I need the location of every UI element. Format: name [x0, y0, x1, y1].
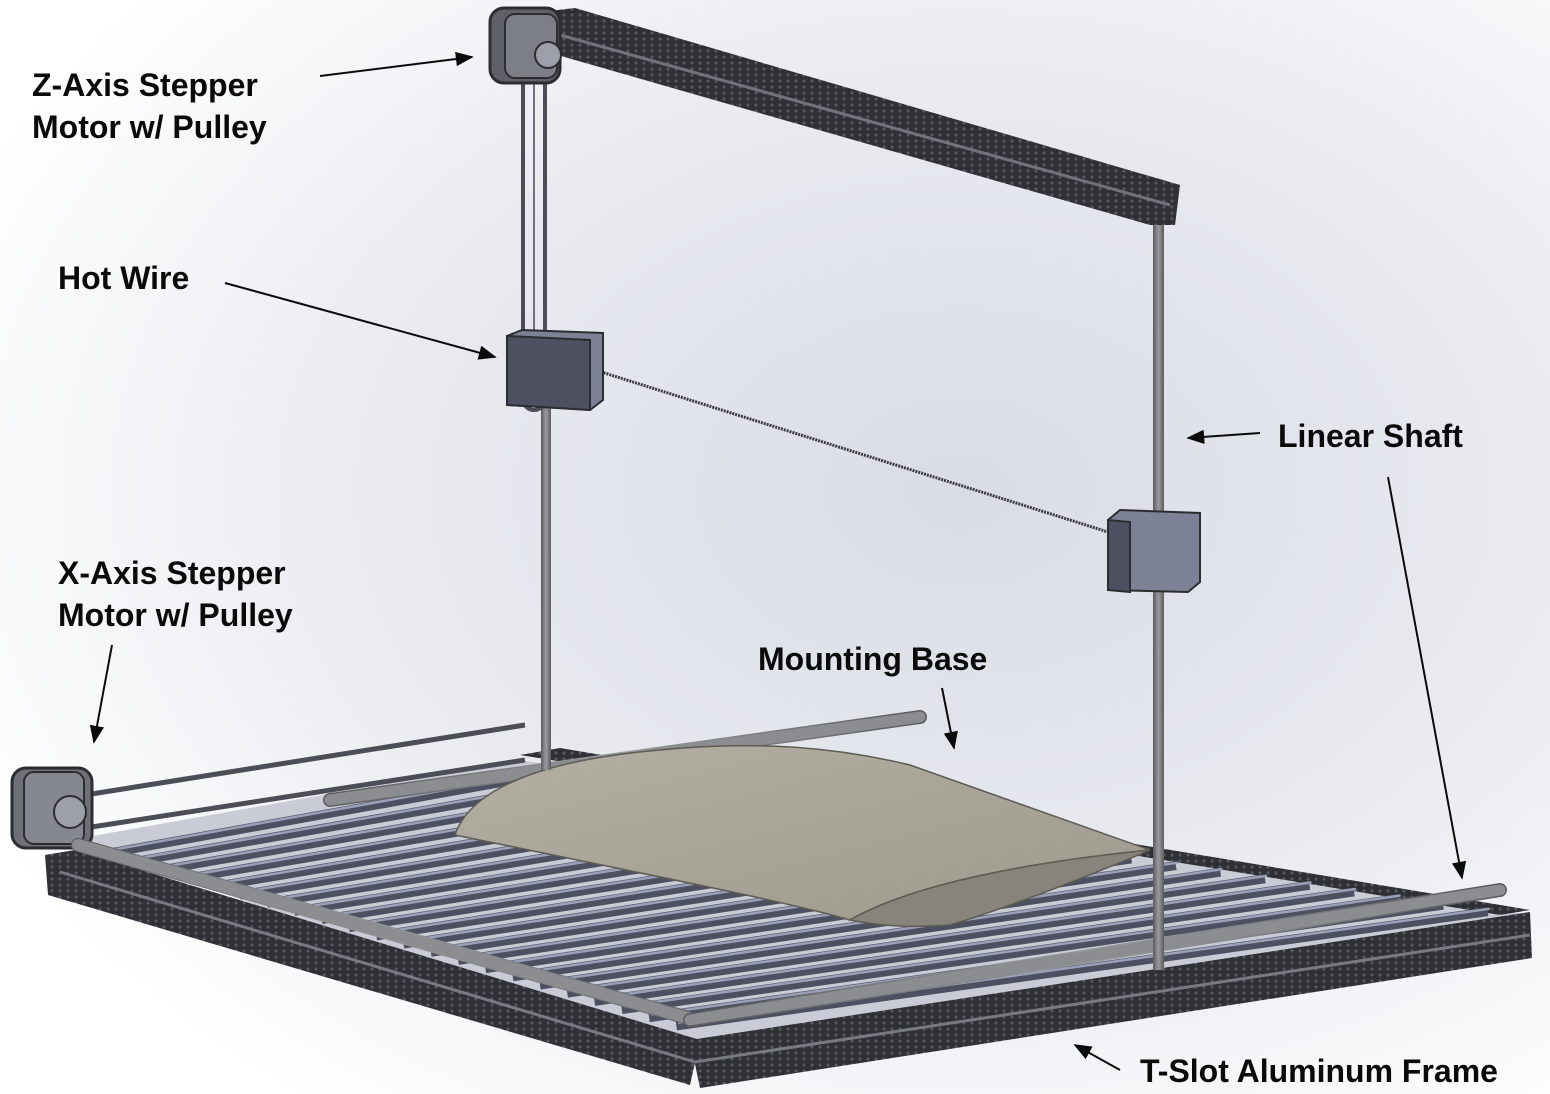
linear-shaft-left [541, 395, 551, 770]
x-belt-lower [84, 757, 526, 831]
carriage-left-front [506, 334, 591, 412]
label-x-axis-stepper-motor: X-Axis Stepper Motor w/ Pulley [58, 552, 293, 636]
x-axis-pulley [53, 795, 87, 829]
label-z-axis-stepper-motor: Z-Axis Stepper Motor w/ Pulley [32, 64, 267, 148]
label-x-axis-line2: Motor w/ Pulley [58, 597, 293, 633]
arrow-x-axis-motor [89, 644, 113, 744]
label-linear-shaft: Linear Shaft [1278, 415, 1463, 457]
slat [566, 880, 1311, 998]
arrow-t-slot-frame [1073, 1044, 1121, 1071]
slat-highlight [596, 887, 1357, 1000]
foam-workpiece [454, 744, 1151, 928]
carriage-block-right [1107, 508, 1201, 594]
arrow-mounting-base [941, 687, 958, 750]
hot-wire [594, 368, 1109, 534]
top-t-slot-rail [488, 6, 1180, 225]
label-hot-wire: Hot Wire [58, 257, 189, 299]
foam-end-face [847, 849, 1151, 928]
x-guide-rod-right-body [684, 884, 1506, 1026]
slat [621, 894, 1400, 1015]
label-x-axis-line1: X-Axis Stepper [58, 555, 286, 591]
arrow-hot-wire [224, 282, 497, 360]
label-hot-wire-text: Hot Wire [58, 260, 190, 296]
slat [593, 887, 1355, 1006]
arrow-linear-shaft-upper [1186, 429, 1261, 445]
arrow-linear-shaft-lower [1387, 476, 1467, 880]
label-mounting-base: Mounting Base [758, 638, 987, 680]
front-rail-groove [59, 870, 696, 1064]
label-linear-shaft-text: Linear Shaft [1278, 418, 1463, 454]
x-axis-motor-assembly [10, 722, 702, 1027]
slat [512, 867, 1222, 982]
carriage-block-left [506, 328, 604, 412]
front-rail [45, 850, 700, 1085]
label-t-slot-frame-text: T-Slot Aluminum Frame [1140, 1053, 1498, 1089]
label-mounting-base-text: Mounting Base [758, 641, 988, 677]
z-axis-pulley [534, 41, 562, 69]
arrow-z-axis-motor [319, 51, 474, 77]
label-z-axis-line1: Z-Axis Stepper [32, 67, 258, 103]
label-z-axis-line2: Motor w/ Pulley [32, 109, 267, 145]
x-guide-rod-front-body [72, 839, 701, 1026]
slat-highlight [541, 874, 1268, 984]
carriage-right-side [1107, 518, 1131, 594]
right-rail-groove [694, 933, 1531, 1064]
slat-highlight [569, 881, 1312, 992]
slat [539, 874, 1266, 990]
top-rail-groove [559, 33, 1171, 207]
label-t-slot-aluminum-frame: T-Slot Aluminum Frame [1140, 1050, 1498, 1092]
annotation-arrows [89, 51, 1467, 1071]
top-rail-body [540, 8, 1180, 225]
slat-highlight [623, 894, 1401, 1008]
slat [102, 768, 554, 859]
x-belt-upper [84, 722, 526, 798]
